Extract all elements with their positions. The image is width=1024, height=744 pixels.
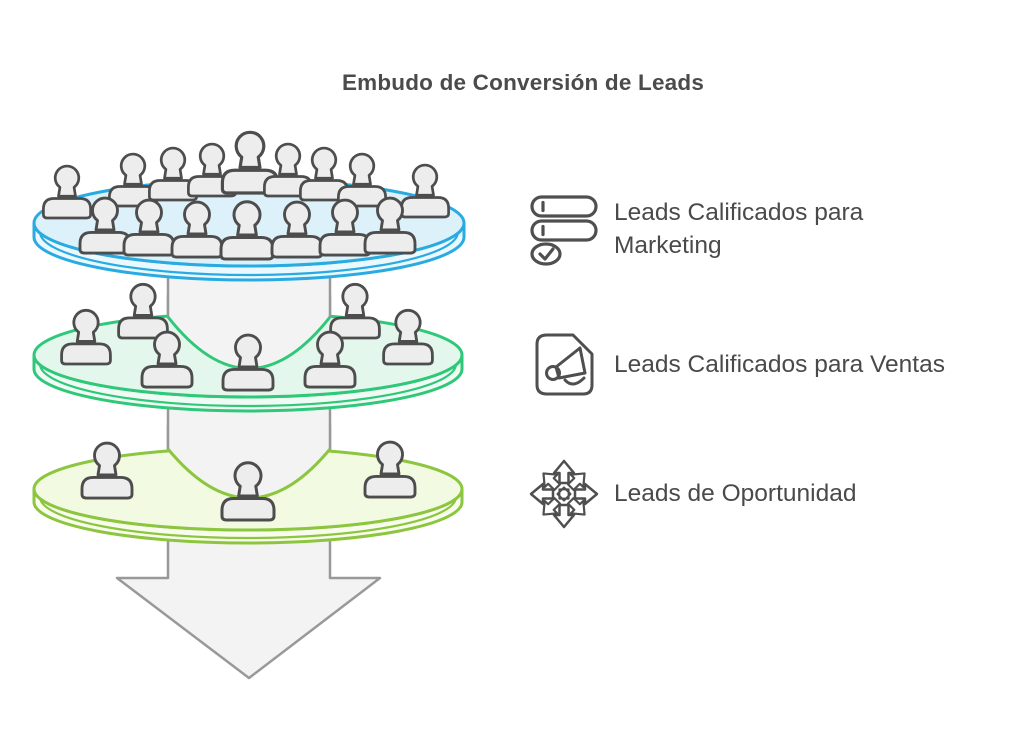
legend-label: Leads Calificados para Ventas: [614, 350, 945, 378]
person-icon: [363, 440, 417, 499]
person-icon: [337, 152, 387, 208]
person-icon: [303, 330, 357, 389]
legend-item-oportunidad: Leads de Oportunidad: [528, 458, 856, 530]
megaphone-document-icon: [528, 332, 600, 398]
person-icon: [80, 441, 134, 500]
legend-item-marketing: Leads Calificados para Marketing: [528, 194, 914, 266]
person-icon: [42, 164, 92, 220]
person-icon: [318, 198, 372, 257]
tier-people: [60, 283, 434, 392]
person-icon: [219, 200, 275, 261]
person-icon: [60, 309, 112, 366]
person-icon: [170, 200, 224, 259]
star-mandala-icon: [528, 458, 600, 530]
person-icon: [117, 283, 169, 340]
person-icon: [140, 330, 194, 389]
page-title: Embudo de Conversión de Leads: [341, 70, 705, 95]
person-icon: [220, 461, 276, 522]
person-icon: [329, 283, 381, 340]
person-icon: [382, 309, 434, 366]
legend-label: Leads de Oportunidad: [614, 479, 857, 507]
person-icon: [122, 198, 176, 257]
person-icon: [270, 200, 324, 259]
server-check-icon: [528, 194, 600, 266]
tier-people: [80, 440, 417, 522]
legend-item-ventas: Leads Calificados para Ventas: [528, 332, 945, 398]
legend-label: Leads Calificados para Marketing: [614, 199, 864, 259]
person-icon: [400, 163, 450, 219]
person-icon: [148, 146, 198, 202]
person-icon: [299, 146, 349, 202]
person-icon: [363, 196, 417, 255]
tier-people: [42, 130, 450, 261]
person-icon: [221, 333, 275, 392]
